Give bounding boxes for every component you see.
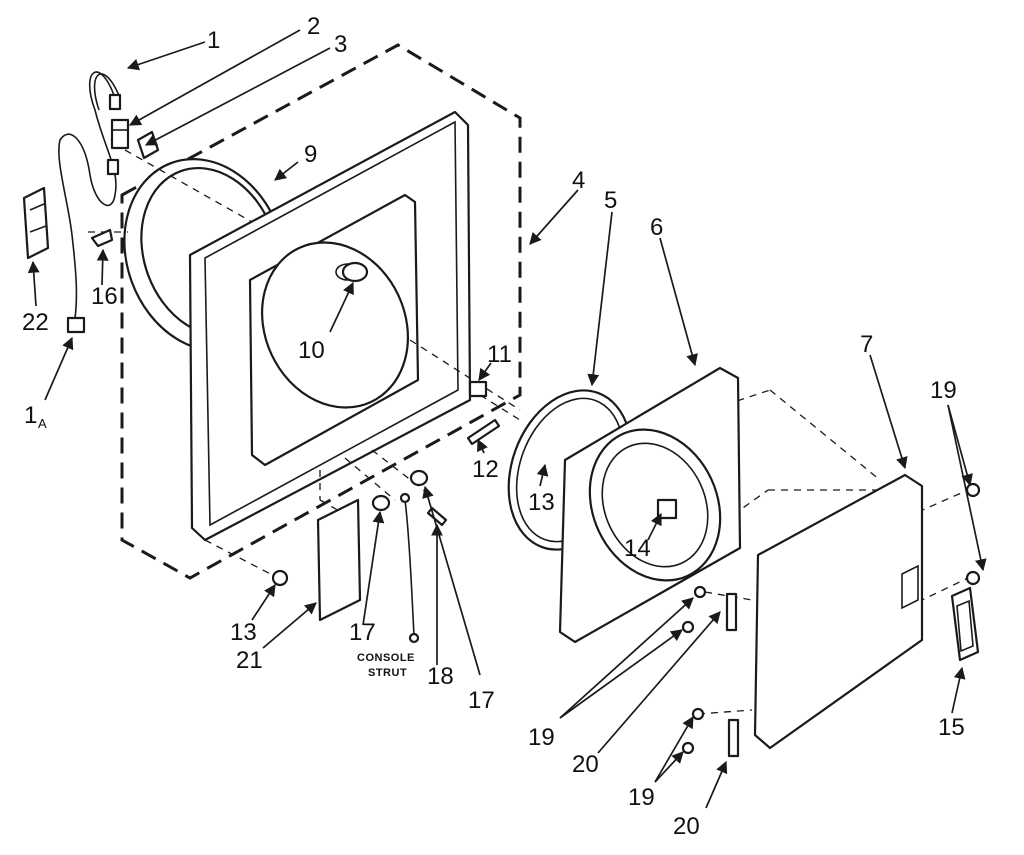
callout-4: 4 — [572, 167, 585, 194]
leader-lines — [27, 29, 987, 809]
part-10-light — [341, 261, 369, 283]
callout-17-right: 17 — [468, 687, 495, 714]
part-22-bracket — [22, 186, 50, 260]
callout-5: 5 — [604, 187, 617, 214]
callout-13-lower: 13 — [230, 619, 257, 646]
part-17-nut-right — [409, 469, 429, 487]
console-strut — [399, 492, 420, 644]
callout-17-left: 17 — [349, 619, 376, 646]
callout-7: 7 — [860, 331, 873, 358]
callout-11: 11 — [487, 341, 512, 368]
callout-1a-subscript: A — [38, 416, 47, 431]
part-21-plate — [316, 498, 362, 622]
wire-harness — [58, 71, 122, 334]
door-handle — [950, 586, 980, 662]
assembly-lines — [88, 149, 969, 715]
door-switch — [110, 118, 130, 150]
console-strut-label-line1: CONSOLE — [357, 652, 415, 664]
callout-16: 16 — [91, 283, 118, 310]
callout-2: 2 — [307, 13, 320, 40]
outer-door — [753, 473, 924, 750]
front-panel — [188, 110, 472, 542]
callout-6: 6 — [650, 214, 663, 241]
part-18-bolt — [426, 506, 448, 527]
switch-bracket — [136, 130, 160, 160]
callout-20-lower: 20 — [673, 813, 700, 840]
inner-door — [558, 366, 742, 644]
part-17-nut-left — [371, 494, 391, 512]
part-13-screw-lower — [271, 569, 289, 587]
callout-12: 12 — [472, 456, 499, 483]
callout-13-door: 13 — [528, 489, 555, 516]
part-16-clip — [90, 228, 114, 248]
callout-22: 22 — [22, 309, 49, 336]
callout-19-right: 19 — [930, 377, 957, 404]
callout-3: 3 — [334, 31, 347, 58]
callout-15: 15 — [938, 714, 965, 741]
callout-1: 1 — [207, 27, 220, 54]
callout-19-bottom: 19 — [628, 784, 655, 811]
callout-20-upper: 20 — [572, 751, 599, 778]
cabinet-outline — [120, 43, 522, 580]
part-11-hinge — [468, 380, 488, 398]
callout-1a: 1 — [24, 402, 37, 429]
callout-19-left: 19 — [528, 724, 555, 751]
hinge-screws — [681, 482, 981, 758]
callout-10: 10 — [298, 337, 325, 364]
console-strut-label-line2: STRUT — [368, 667, 407, 679]
part-12-screw — [466, 418, 501, 446]
callout-14: 14 — [624, 535, 651, 562]
callout-labels: 1 2 3 4 5 6 7 9 10 11 12 13 13 14 15 16 … — [22, 13, 965, 840]
callout-18: 18 — [427, 663, 454, 690]
callout-21: 21 — [236, 647, 263, 674]
callout-9: 9 — [304, 141, 317, 168]
